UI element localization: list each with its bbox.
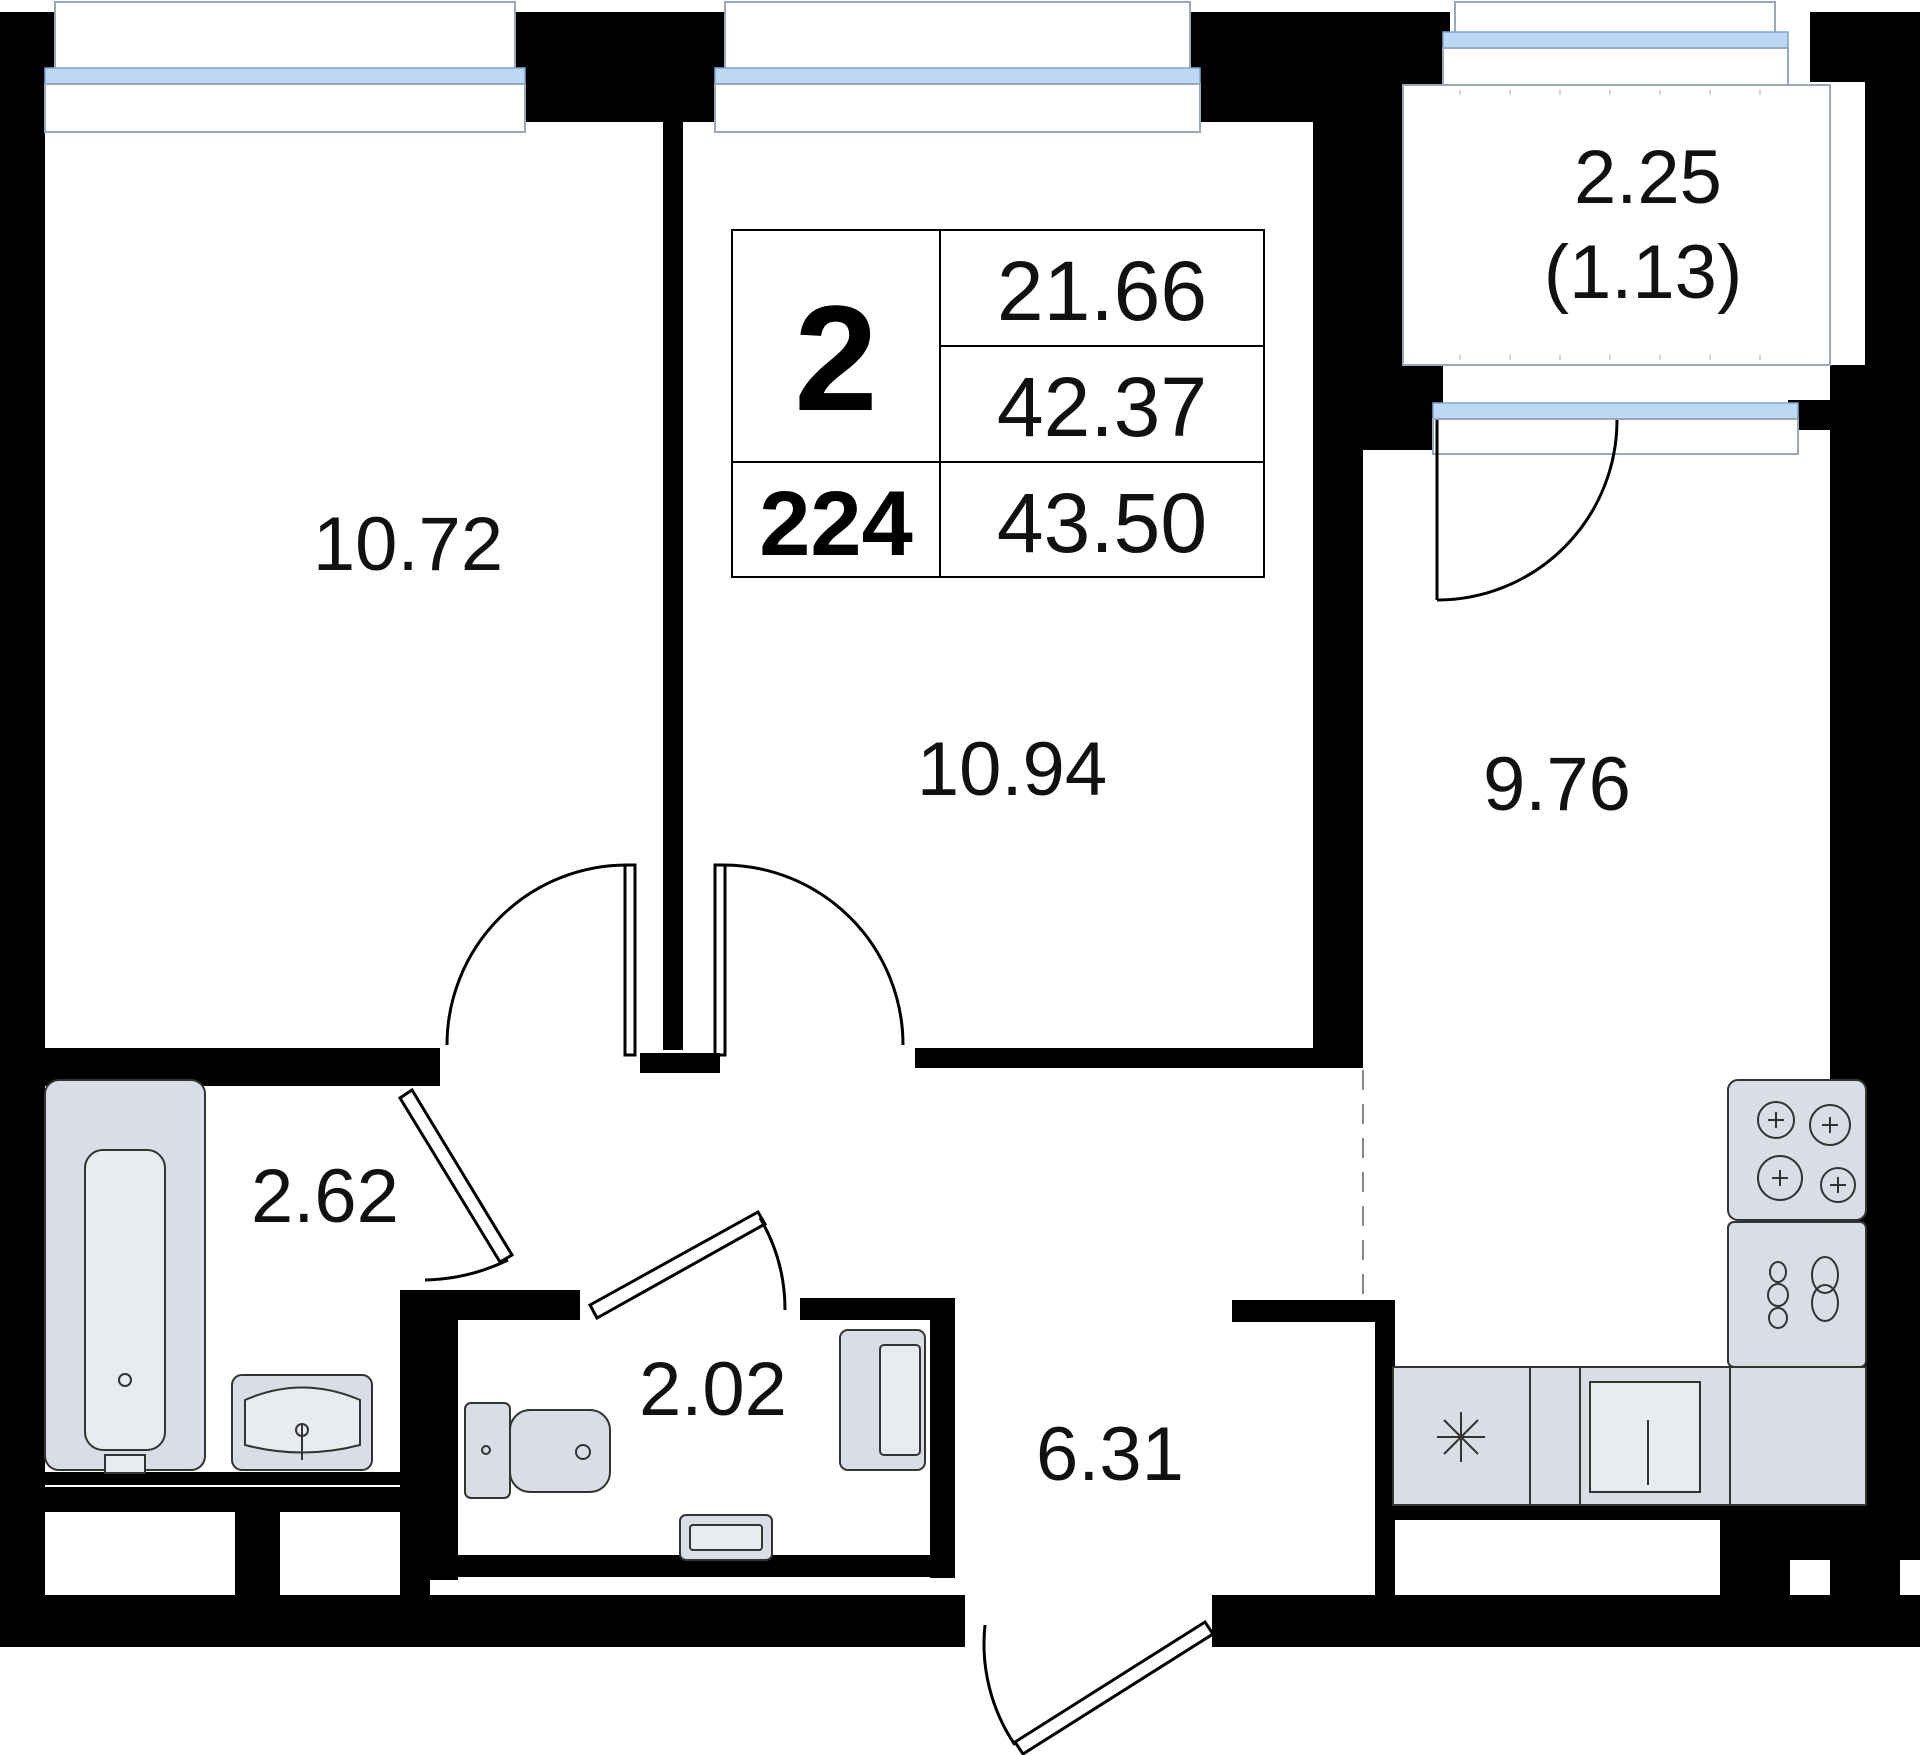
doors: [397, 419, 1619, 1755]
sink: [231, 1374, 373, 1471]
stove: [1727, 1079, 1867, 1221]
room-area-balcony-reduced: (1.13): [1544, 230, 1743, 315]
windows: [44, 1, 1799, 455]
area-without-balcony: 42.37: [997, 360, 1207, 454]
washing-machine: [839, 1329, 926, 1471]
bathtub: [44, 1079, 206, 1474]
toilet-fixture: [464, 1402, 611, 1499]
room-area-kitchen: 9.76: [1483, 742, 1631, 827]
dishwasher: [1727, 1221, 1867, 1368]
apartment-info-table: 2 224 21.66 42.37 43.50: [731, 229, 1265, 578]
fridge: [1392, 1366, 1531, 1506]
room-area-toilet: 2.02: [639, 1347, 787, 1432]
room-area-hallway: 6.31: [1036, 1412, 1184, 1497]
total-area: 43.50: [997, 476, 1207, 570]
kitchen-counter: [1529, 1366, 1867, 1506]
floor-drain: [679, 1514, 773, 1561]
room-area-bedroom-center: 10.94: [917, 727, 1107, 812]
balcony: [1402, 84, 1831, 366]
apartment-number: 224: [759, 473, 913, 575]
walls: [0, 12, 1920, 1647]
living-area: 21.66: [997, 244, 1207, 338]
room-area-balcony: 2.25: [1574, 135, 1722, 220]
room-area-bedroom-left: 10.72: [313, 502, 503, 587]
rooms-count: 2: [794, 274, 877, 442]
room-area-bathroom: 2.62: [251, 1154, 399, 1239]
room-labels: 10.72 10.94 9.76 2.25 (1.13) 2.62 2.02 6…: [251, 135, 1742, 1497]
